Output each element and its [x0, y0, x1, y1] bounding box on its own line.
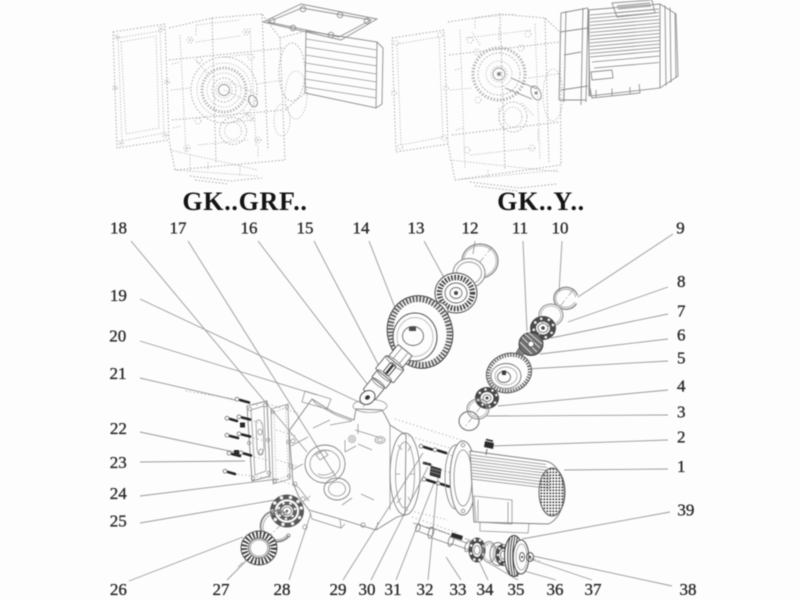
svg-text:36: 36 — [547, 580, 564, 599]
svg-text:38: 38 — [680, 580, 697, 599]
svg-text:7: 7 — [677, 302, 686, 321]
svg-text:20: 20 — [109, 327, 126, 346]
svg-text:1: 1 — [677, 457, 686, 476]
svg-text:17: 17 — [170, 219, 188, 238]
svg-text:39: 39 — [677, 501, 694, 520]
svg-text:19: 19 — [110, 286, 127, 305]
svg-text:5: 5 — [677, 349, 686, 368]
svg-text:14: 14 — [353, 219, 371, 238]
svg-text:6: 6 — [677, 326, 686, 345]
svg-text:22: 22 — [110, 419, 127, 438]
svg-text:37: 37 — [585, 580, 603, 599]
svg-text:9: 9 — [676, 219, 685, 238]
svg-text:18: 18 — [110, 219, 127, 238]
svg-text:29: 29 — [330, 580, 347, 599]
svg-text:13: 13 — [408, 219, 425, 238]
svg-text:27: 27 — [213, 580, 231, 599]
svg-text:35: 35 — [508, 580, 525, 599]
svg-text:12: 12 — [462, 219, 479, 238]
svg-text:10: 10 — [552, 219, 569, 238]
svg-text:3: 3 — [677, 403, 686, 422]
svg-text:11: 11 — [512, 219, 528, 238]
svg-text:15: 15 — [297, 219, 314, 238]
svg-text:30: 30 — [359, 580, 376, 599]
svg-text:21: 21 — [110, 364, 127, 383]
svg-text:16: 16 — [241, 219, 258, 238]
svg-text:32: 32 — [417, 580, 434, 599]
svg-text:26: 26 — [110, 580, 127, 599]
svg-text:GK..GRF..: GK..GRF.. — [182, 187, 307, 216]
svg-text:33: 33 — [450, 580, 467, 599]
svg-text:34: 34 — [477, 580, 495, 599]
svg-text:23: 23 — [110, 453, 127, 472]
svg-text:4: 4 — [677, 377, 686, 396]
svg-text:GK..Y..: GK..Y.. — [497, 187, 585, 216]
svg-text:2: 2 — [677, 428, 686, 447]
svg-text:31: 31 — [385, 580, 402, 599]
svg-text:25: 25 — [110, 512, 127, 531]
svg-text:28: 28 — [274, 580, 291, 599]
svg-text:8: 8 — [677, 272, 686, 291]
svg-text:24: 24 — [110, 484, 128, 503]
